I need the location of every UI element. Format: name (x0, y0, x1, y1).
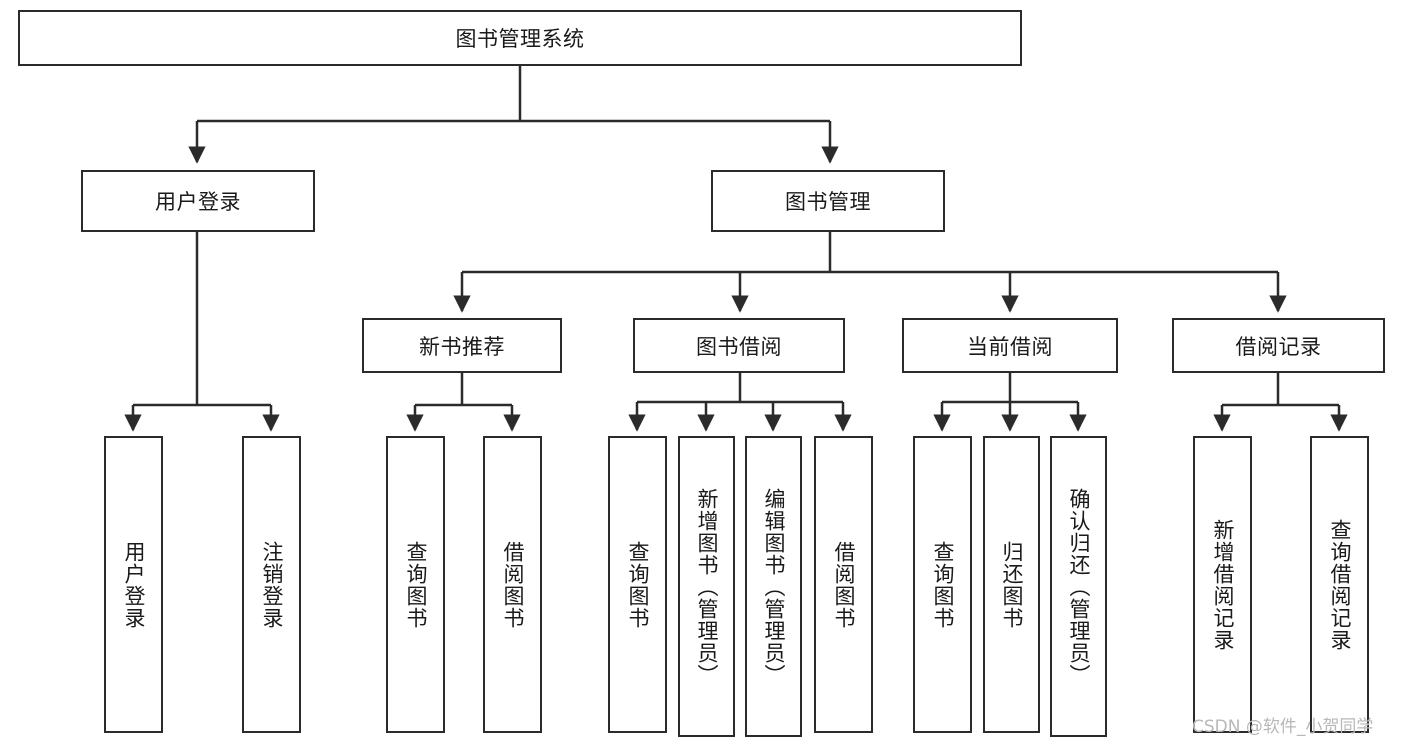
node-label: 图书管理系统 (455, 27, 585, 51)
node-label: 编辑图书（管理员） (761, 487, 786, 686)
node-book-management[interactable]: 图书管理 (711, 170, 945, 232)
node-label: 借阅记录 (1235, 334, 1322, 359)
node-label: 新增借阅记录 (1210, 518, 1235, 651)
leaf-current-borrow-query[interactable]: 查询图书 (913, 436, 972, 733)
leaf-borrow-record-query[interactable]: 查询借阅记录 (1310, 436, 1369, 733)
leaf-new-book-borrow[interactable]: 借阅图书 (483, 436, 542, 733)
node-label: 新书推荐 (419, 334, 505, 359)
leaf-book-borrow-edit[interactable]: 编辑图书（管理员） (745, 436, 802, 737)
leaf-new-book-query[interactable]: 查询图书 (386, 436, 445, 733)
watermark: CSDN @软件_小贺同学 (1192, 717, 1374, 737)
node-label: 用户登录 (121, 540, 146, 629)
node-user-login[interactable]: 用户登录 (81, 170, 315, 232)
node-label: 确认归还（管理员） (1066, 487, 1091, 686)
node-new-book-recommend[interactable]: 新书推荐 (362, 318, 562, 373)
node-label: 查询图书 (625, 540, 650, 629)
node-label: 归还图书 (999, 540, 1024, 629)
node-label: 用户登录 (155, 190, 241, 214)
node-borrow-record[interactable]: 借阅记录 (1172, 318, 1385, 373)
node-label: 查询图书 (930, 540, 955, 629)
node-label: 注销登录 (259, 540, 284, 629)
node-label: 借阅图书 (831, 540, 856, 629)
node-label: 新增图书（管理员） (694, 487, 719, 686)
leaf-book-borrow-lend[interactable]: 借阅图书 (814, 436, 873, 733)
node-label: 查询借阅记录 (1327, 518, 1352, 651)
leaf-borrow-record-add[interactable]: 新增借阅记录 (1193, 436, 1252, 733)
node-label: 当前借阅 (967, 334, 1053, 359)
node-label: 图书借阅 (696, 334, 782, 359)
leaf-book-borrow-query[interactable]: 查询图书 (608, 436, 667, 733)
node-root[interactable]: 图书管理系统 (18, 10, 1022, 66)
leaf-user-login-signout[interactable]: 注销登录 (242, 436, 301, 733)
node-current-borrow[interactable]: 当前借阅 (902, 318, 1118, 373)
leaf-user-login-signin[interactable]: 用户登录 (104, 436, 163, 733)
node-book-borrow[interactable]: 图书借阅 (633, 318, 845, 373)
leaf-current-borrow-return[interactable]: 归还图书 (983, 436, 1040, 733)
node-label: 借阅图书 (500, 540, 525, 629)
node-label: 图书管理 (785, 190, 871, 214)
node-label: 查询图书 (403, 540, 428, 629)
leaf-current-borrow-confirm[interactable]: 确认归还（管理员） (1050, 436, 1107, 737)
leaf-book-borrow-add[interactable]: 新增图书（管理员） (678, 436, 735, 737)
